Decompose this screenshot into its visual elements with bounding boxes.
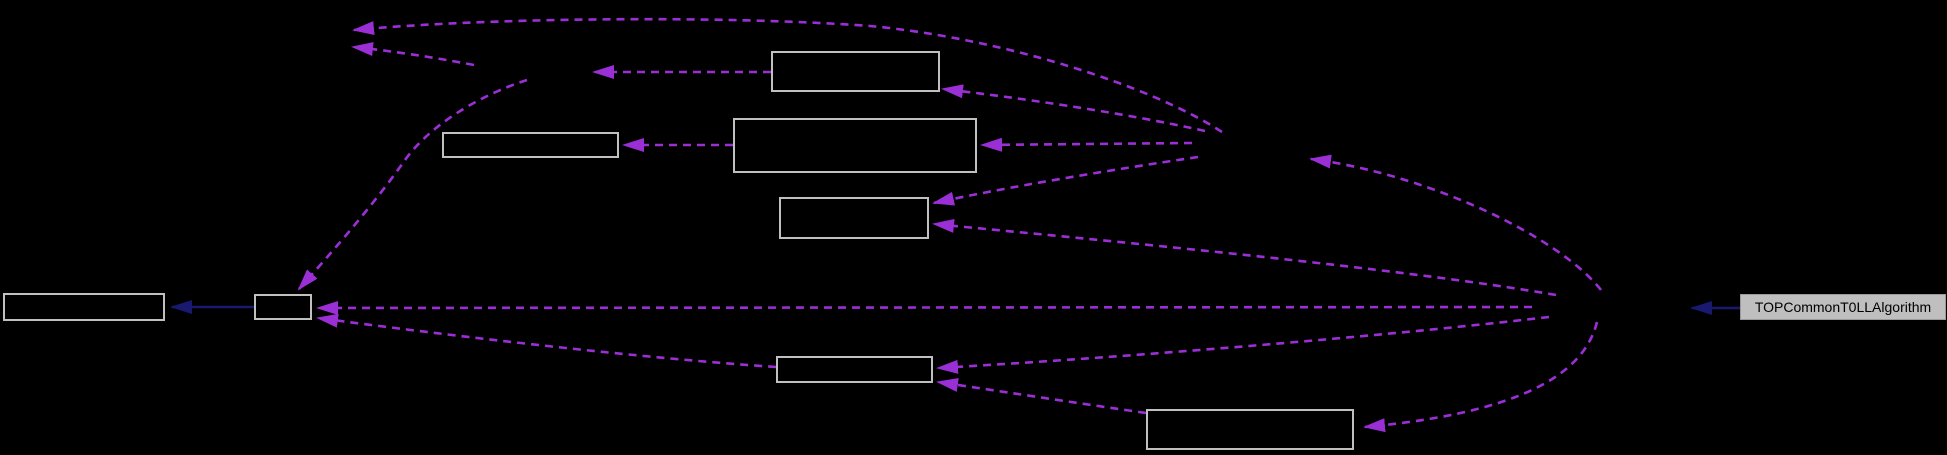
node-box-mid-left[interactable]	[442, 132, 619, 158]
node-box-far-left[interactable]	[3, 293, 165, 321]
usage-edge-to-box1	[941, 84, 1206, 133]
usage-edge-diag-to-box6-top	[297, 78, 528, 291]
usage-edge-fan-up-left	[1309, 154, 1603, 291]
usage-edge-long-horizontal-to-box6	[316, 300, 1533, 315]
node-box-lower-center[interactable]	[776, 356, 933, 383]
node-box-small-left[interactable]	[254, 294, 312, 320]
node-box-bottom[interactable]	[1146, 409, 1354, 450]
node-main-current: TOPCommonT0LLAlgorithm	[1740, 294, 1946, 320]
node-box-center[interactable]	[779, 197, 929, 239]
node-box-top[interactable]	[771, 51, 940, 92]
node-box-large-center[interactable]	[733, 118, 977, 173]
usage-edge-fan-to-box7	[936, 315, 1550, 374]
usage-edge-fan-to-box8	[1363, 321, 1599, 433]
usage-edge-box7-to-box6	[316, 313, 777, 369]
usage-edge-fan-to-box4	[932, 218, 1557, 297]
usage-edge-to-box2	[980, 137, 1193, 152]
usage-edge-topleft-short	[351, 42, 475, 67]
usage-edge-box8-to-box7	[936, 378, 1147, 415]
main-node-label: TOPCommonT0LLAlgorithm	[1754, 299, 1932, 315]
